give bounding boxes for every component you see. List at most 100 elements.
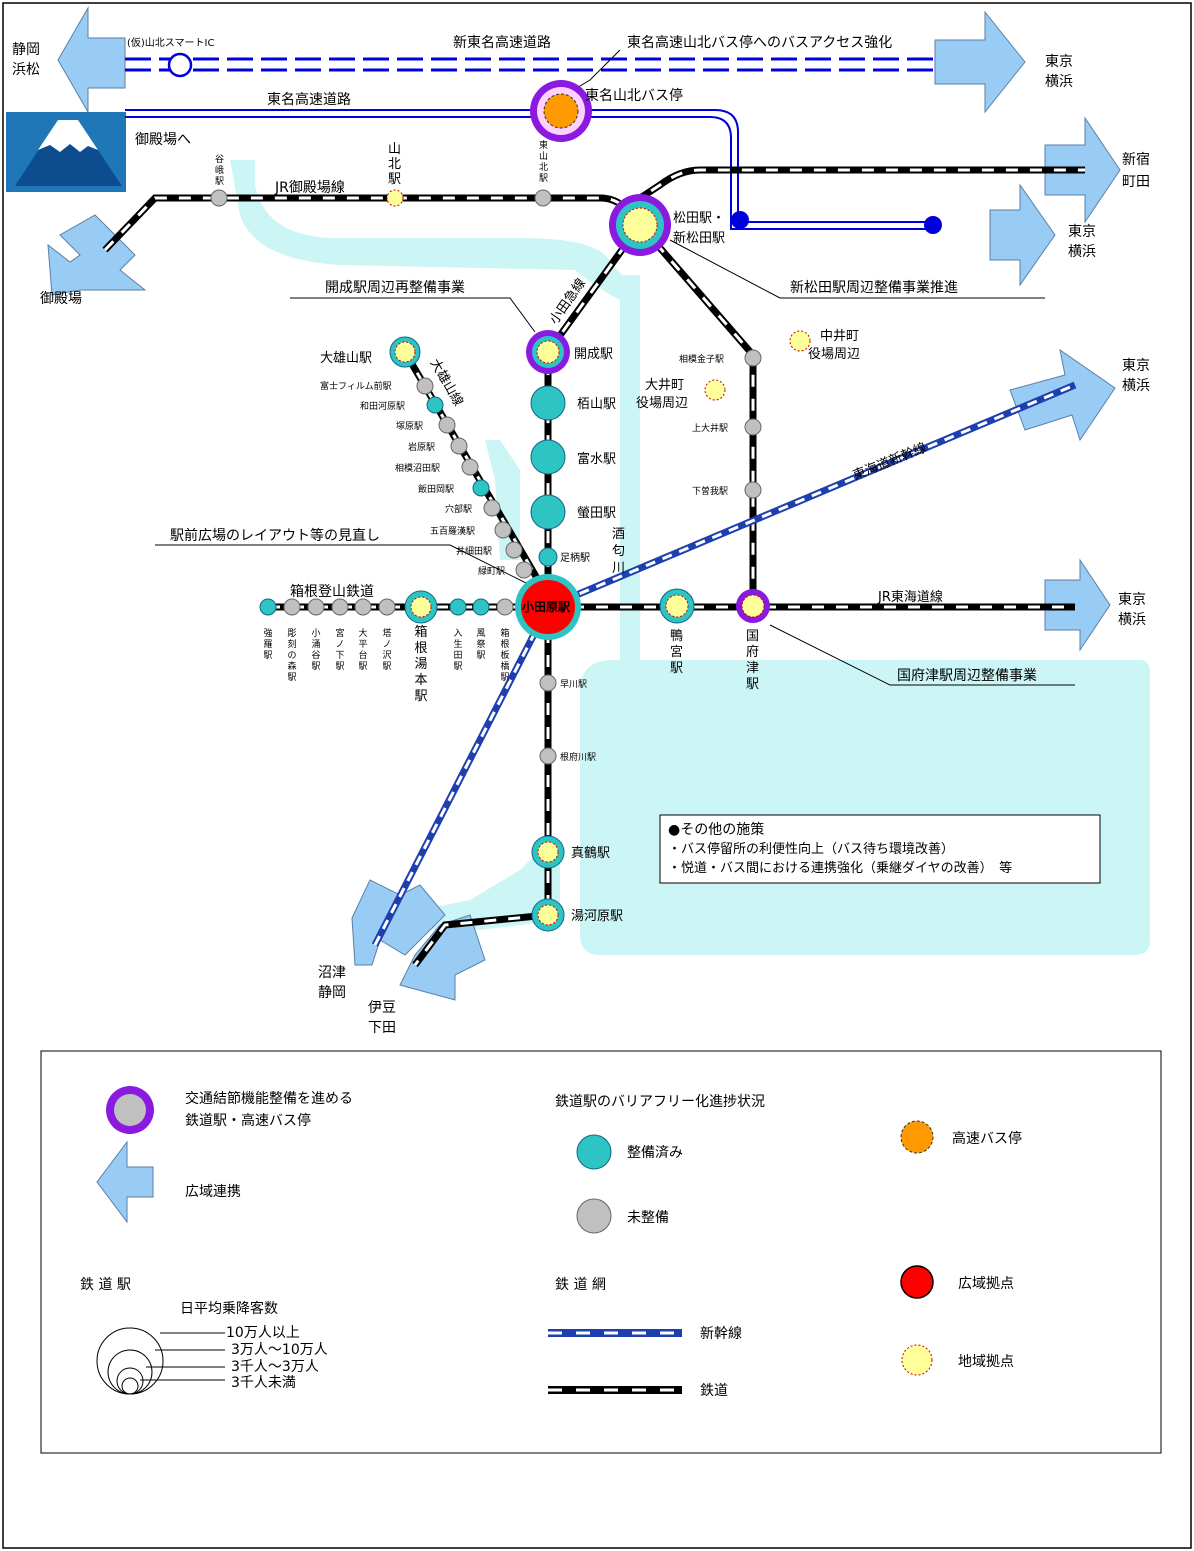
dest-numazu-2: 静岡 bbox=[318, 985, 346, 1001]
label-kamo-2: 宮 bbox=[670, 644, 683, 660]
label-kazamatsuri-1: 風 bbox=[477, 628, 486, 639]
station-kami-oi bbox=[744, 418, 762, 436]
station-anabe bbox=[483, 499, 501, 517]
station-iwahara bbox=[450, 437, 468, 455]
station-shimo-soga bbox=[744, 481, 762, 499]
label-chokoku-2: 刻 bbox=[288, 638, 297, 650]
legend-railway-label: 鉄道 bbox=[700, 1383, 728, 1399]
label-chokoku-4: 森 bbox=[288, 660, 297, 672]
legend-arrow-label: 広域連携 bbox=[185, 1184, 241, 1200]
place-oi bbox=[704, 379, 726, 401]
label-tonosawa-4: 駅 bbox=[383, 661, 392, 672]
dest-tokyo-c1: 東京 bbox=[1122, 358, 1150, 374]
label-kami-oi: 上大井駅 bbox=[692, 422, 728, 434]
station-wadagahara bbox=[426, 396, 444, 414]
hakone-station-labels: 強羅駅彫刻の森駅小涌谷駅宮ノ下駅大平台駅塔ノ沢駅箱根湯本駅入生田駅風祭駅箱根板橋… bbox=[264, 624, 510, 704]
mt-fuji-icon bbox=[6, 112, 126, 192]
label-kazamatsuri-3: 駅 bbox=[477, 650, 486, 661]
label-hakone-yumoto-1: 箱 bbox=[415, 624, 428, 640]
label-iriuda-4: 駅 bbox=[454, 661, 463, 672]
other-measures-item-1: ・バス停留所の利便性向上（バス待ち環境改善） bbox=[668, 841, 954, 857]
label-kazamatsuri-2: 祭 bbox=[477, 638, 486, 650]
label-yamakita-2: 北 bbox=[388, 157, 401, 172]
station-gohyakurakan bbox=[494, 521, 512, 539]
dest-shinjuku-2: 町田 bbox=[1122, 174, 1150, 190]
label-kozu-2: 府 bbox=[746, 645, 759, 660]
legend-bf-done-label: 整備済み bbox=[627, 1145, 683, 1161]
station-yaga bbox=[210, 189, 228, 207]
legend-hub-icon bbox=[900, 1265, 934, 1299]
map-labels: 新東名高速道路 (仮)山北スマートIC 東名高速道路 御殿場へ 東名高速山北バス… bbox=[12, 34, 1150, 1036]
label-yamakita-1: 山 bbox=[388, 142, 401, 157]
other-measures-item-2: ・悦道・バス間における連携強化（乗継ダイヤの改善） 等 bbox=[668, 860, 1012, 876]
label-nakai-2: 役場周辺 bbox=[808, 347, 860, 362]
label-tomei: 東名高速道路 bbox=[267, 91, 351, 108]
station-kazamatsuri bbox=[472, 598, 490, 616]
tomei-ic-marker bbox=[731, 211, 749, 229]
label-ohiradai-2: 平 bbox=[359, 639, 368, 650]
label-hakone-yumoto-5: 駅 bbox=[415, 689, 428, 704]
label-higashi-4: 駅 bbox=[539, 173, 548, 184]
label-chokoku-3: の bbox=[288, 651, 297, 661]
legend-node-label-1: 交通結節機能整備を進める bbox=[185, 1090, 353, 1107]
label-shinkansen: 東海道新幹線 bbox=[851, 440, 929, 484]
station-hayakawa bbox=[539, 674, 557, 692]
label-miyanoshita-2: ノ bbox=[336, 640, 345, 650]
label-kowakudani-4: 駅 bbox=[312, 661, 321, 672]
label-hakone-itabashi-4: 橋 bbox=[501, 660, 510, 672]
label-tsukahara: 塚原駅 bbox=[396, 421, 423, 432]
station-chokoku bbox=[283, 598, 301, 616]
label-tomizu: 富水駅 bbox=[577, 451, 616, 467]
label-matsuda-2: 新松田駅 bbox=[673, 230, 725, 246]
arrow-tokyo-mid bbox=[989, 183, 1056, 287]
label-sakaiyama: 栢山駅 bbox=[577, 397, 616, 412]
callout-matsuda: 新松田駅周辺整備事業推進 bbox=[790, 280, 958, 296]
dest-shinjuku-1: 新宿 bbox=[1122, 151, 1150, 168]
label-chokoku-1: 彫 bbox=[288, 628, 297, 639]
label-yaga-2: 峨 bbox=[215, 164, 224, 176]
label-tonosawa-3: 沢 bbox=[383, 649, 392, 661]
label-hakone-itabashi-1: 箱 bbox=[501, 627, 510, 639]
label-matsuda-1: 松田駅・ bbox=[673, 211, 725, 226]
label-miyanoshita-3: 下 bbox=[336, 651, 345, 661]
label-higashi-3: 北 bbox=[539, 162, 548, 173]
legend-network-title: 鉄 道 網 bbox=[555, 1277, 606, 1293]
dest-izu-2: 下田 bbox=[368, 1020, 396, 1036]
legend-ridership-3: 3千人～3万人 bbox=[231, 1359, 319, 1375]
label-midoricho: 緑町駅 bbox=[478, 565, 505, 577]
dest-tokyo-a1: 東京 bbox=[1045, 54, 1073, 70]
legend-local-label: 地域拠点 bbox=[958, 1354, 1014, 1370]
label-yugawara: 湯河原駅 bbox=[571, 909, 623, 924]
dest-tokyo-b2: 横浜 bbox=[1068, 244, 1096, 260]
station-higashi-yamakita bbox=[534, 189, 552, 207]
label-to-gotemba: 御殿場へ bbox=[135, 132, 191, 148]
arrow-tokyo-top bbox=[934, 10, 1026, 114]
label-fujifilm: 富士フィルム前駅 bbox=[320, 380, 392, 392]
label-river-1: 酒 bbox=[612, 527, 625, 542]
arrow-gotemba bbox=[47, 214, 147, 296]
dest-izu-1: 伊豆 bbox=[368, 1000, 396, 1016]
label-nakai-1: 中井町 bbox=[820, 329, 859, 344]
legend: 交通結節機能整備を進める 鉄道駅・高速バス停 広域連携 鉄道駅のバリアフリー化進… bbox=[40, 1050, 1162, 1454]
shin-tomei-expressway bbox=[125, 52, 935, 78]
station-iidaoka bbox=[472, 479, 490, 497]
dest-shizuoka-1: 静岡 bbox=[12, 42, 40, 58]
label-miyanoshita-4: 駅 bbox=[336, 661, 345, 672]
station-tsukahara bbox=[438, 416, 456, 434]
label-hakone-itabashi-2: 根 bbox=[501, 638, 510, 650]
legend-bus-icon bbox=[900, 1120, 934, 1154]
arrow-tokyo-shinkansen bbox=[1009, 348, 1116, 442]
label-higashi-1: 東 bbox=[539, 139, 548, 151]
other-measures-box: ●その他の施策 ・バス停留所の利便性向上（バス待ち環境改善） ・悦道・バス間にお… bbox=[659, 814, 1101, 884]
station-ashigara bbox=[538, 547, 558, 567]
label-oi-1: 大井町 bbox=[645, 378, 684, 393]
smart-ic-marker bbox=[167, 52, 193, 78]
label-tokaido: JR東海道線 bbox=[877, 589, 943, 605]
other-measures-title: ●その他の施策 bbox=[668, 821, 764, 838]
legend-hub-label: 広域拠点 bbox=[958, 1276, 1014, 1292]
stations bbox=[210, 80, 811, 932]
label-iriuda-3: 田 bbox=[454, 650, 463, 661]
label-gohyakurakan: 五百羅漢駅 bbox=[430, 525, 475, 537]
